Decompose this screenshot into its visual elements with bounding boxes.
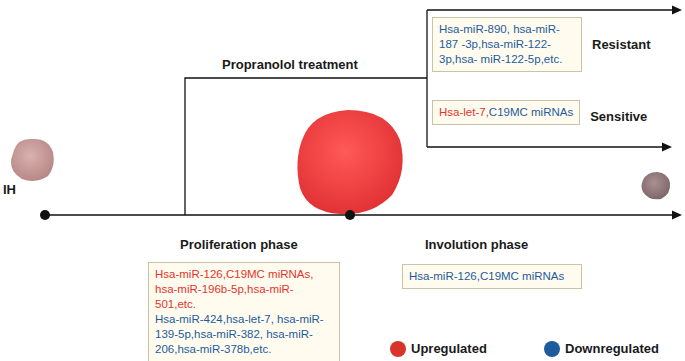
phase-label: Proliferation phase (180, 237, 298, 253)
mirna-list: Hsa-miR-126,C19MC miRNAs (409, 269, 575, 284)
mirna-list: Hsa-miR-890, hsa-miR-187 -3p,hsa-miR-122… (439, 22, 575, 67)
mirna-box: Hsa-miR-890, hsa-miR-187 -3p,hsa-miR-122… (432, 17, 582, 72)
mirna-list: Hsa-let-7, (439, 106, 489, 118)
mirna-list: Hsa-miR-126,C19MC miRNAs, hsa-miR-196b-5… (155, 267, 333, 312)
mirna-list: Hsa-miR-424,hsa-let-7, hsa-miR-139-5p,hs… (155, 312, 333, 357)
stage-label: IH (3, 182, 16, 198)
mirna-list: C19MC miRNAs (489, 106, 573, 118)
outcome-label: Resistant (592, 37, 651, 53)
legend-swatch (390, 341, 406, 357)
lesion-blob (642, 172, 671, 199)
mirna-box: Hsa-miR-126,C19MC miRNAs (402, 264, 582, 289)
legend-text: Upregulated (411, 341, 487, 357)
treatment-label: Propranolol treatment (222, 57, 358, 73)
outcome-label: Sensitive (590, 109, 647, 125)
lesion-blob (297, 110, 402, 214)
lesion-blob (11, 139, 54, 181)
phase-label: Involution phase (425, 237, 528, 253)
legend-text: Downregulated (565, 341, 659, 357)
mirna-box: Hsa-miR-126,C19MC miRNAs, hsa-miR-196b-5… (148, 262, 340, 361)
mirna-box: Hsa-let-7,C19MC miRNAs (432, 100, 580, 125)
legend-swatch (544, 341, 560, 357)
